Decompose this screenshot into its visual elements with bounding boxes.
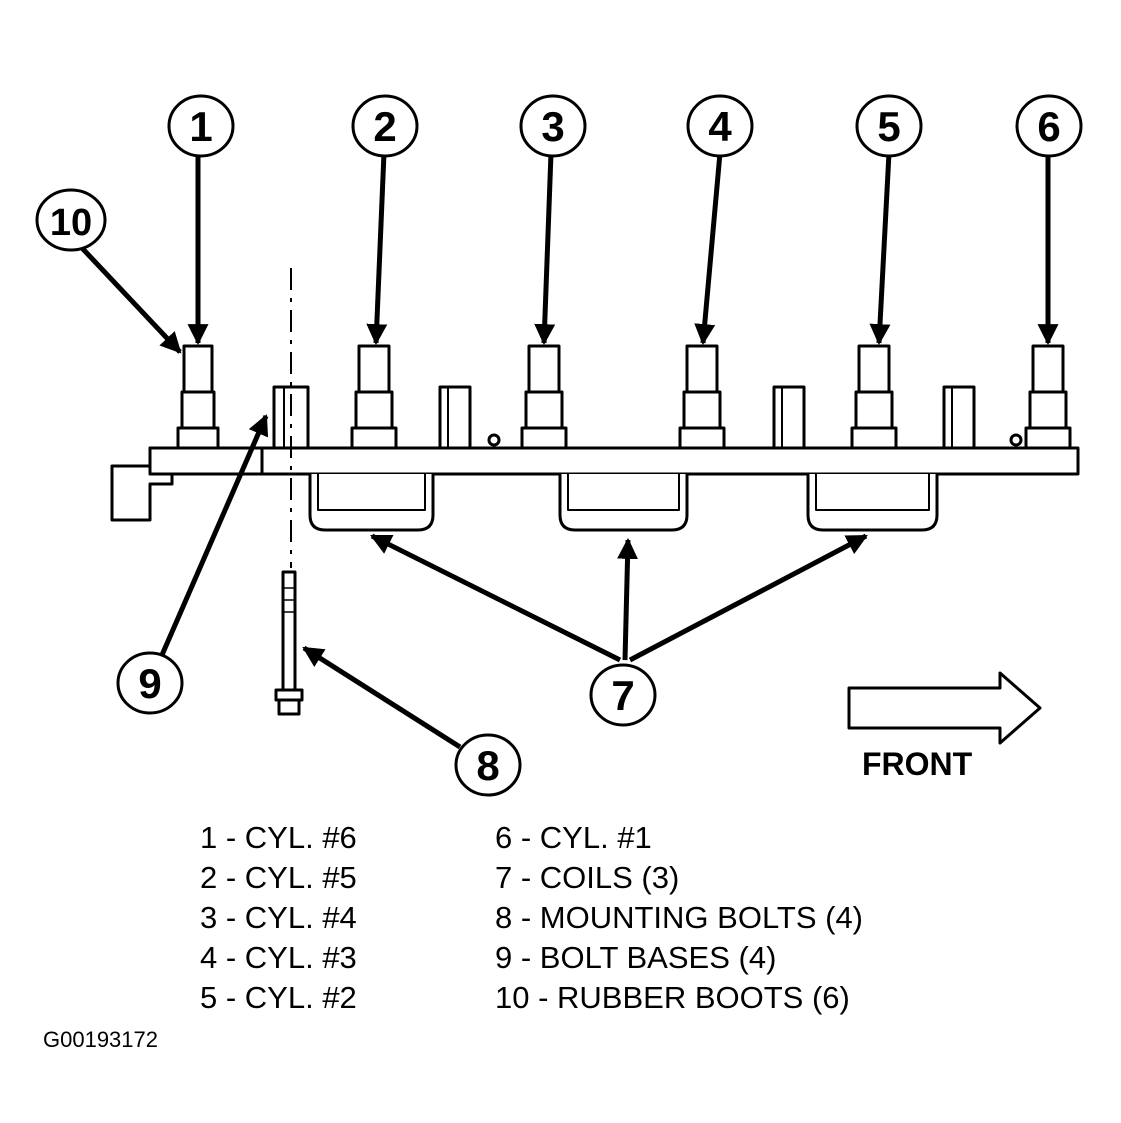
callout-number-3: 3 bbox=[541, 103, 564, 150]
callout-circle-4 bbox=[686, 94, 754, 158]
coil-rail bbox=[148, 446, 1080, 476]
leader-arrow-5 bbox=[869, 152, 892, 346]
legend-item: 3 - CYL. #4 bbox=[200, 900, 357, 935]
front-label: FRONT bbox=[862, 746, 973, 782]
leader-arrow-7b bbox=[617, 537, 639, 661]
rubber-boot-cyl-1 bbox=[1024, 344, 1072, 450]
coil-2 bbox=[558, 474, 689, 532]
bolt-base bbox=[942, 385, 976, 450]
leader-arrow-8 bbox=[302, 645, 462, 750]
leader-arrow-9 bbox=[159, 414, 269, 656]
callout-circle-8 bbox=[454, 733, 522, 797]
leader-arrow-4 bbox=[694, 152, 723, 346]
legend-item: 5 - CYL. #2 bbox=[200, 980, 357, 1015]
callout-circle-10 bbox=[35, 188, 107, 252]
rubber-boot-cyl-4 bbox=[520, 344, 568, 450]
callout-circle-9 bbox=[116, 651, 184, 715]
callout-number-8: 8 bbox=[476, 742, 499, 789]
bolt-base bbox=[772, 385, 806, 450]
callout-circle-3 bbox=[519, 94, 587, 158]
legend-item: 4 - CYL. #3 bbox=[200, 940, 357, 975]
legend-right-column: 6 - CYL. #1 7 - COILS (3) 8 - MOUNTING B… bbox=[495, 818, 863, 1018]
callout-number-7: 7 bbox=[611, 672, 634, 719]
callout-number-6: 6 bbox=[1037, 103, 1060, 150]
bolt-base bbox=[438, 385, 472, 450]
rubber-boot-cyl-3 bbox=[678, 344, 726, 450]
legend-item: 6 - CYL. #1 bbox=[495, 820, 652, 855]
callout-number-9: 9 bbox=[138, 660, 161, 707]
legend-item: 8 - MOUNTING BOLTS (4) bbox=[495, 900, 864, 935]
legend-item: 7 - COILS (3) bbox=[495, 860, 680, 895]
leader-arrow-7a bbox=[370, 533, 622, 663]
callout-circle-5 bbox=[855, 94, 923, 158]
rubber-boot-cyl-5 bbox=[350, 344, 398, 450]
callout-number-4: 4 bbox=[708, 103, 732, 150]
mounting-bolt bbox=[274, 570, 304, 716]
coil-3 bbox=[806, 474, 939, 532]
callout-number-10: 10 bbox=[50, 202, 92, 244]
leader-arrow-7c bbox=[628, 533, 868, 663]
front-direction-arrow bbox=[847, 671, 1042, 745]
legend-item: 2 - CYL. #5 bbox=[200, 860, 357, 895]
callout-circle-1 bbox=[167, 94, 235, 158]
callout-number-2: 2 bbox=[373, 103, 396, 150]
figure-id: G00193172 bbox=[43, 1027, 158, 1052]
callout-circle-7 bbox=[589, 663, 657, 727]
leader-arrow-10 bbox=[80, 246, 182, 354]
legend-left-column: 1 - CYL. #6 2 - CYL. #5 3 - CYL. #4 4 - … bbox=[200, 818, 357, 1018]
callout-number-5: 5 bbox=[877, 103, 900, 150]
callout-circle-2 bbox=[351, 94, 419, 158]
coil-1 bbox=[308, 474, 435, 532]
legend-item: 10 - RUBBER BOOTS (6) bbox=[495, 980, 850, 1015]
leader-arrow-2 bbox=[366, 152, 388, 346]
rubber-boot-cyl-6 bbox=[176, 344, 220, 450]
callout-circle-6 bbox=[1015, 94, 1083, 158]
legend-item: 9 - BOLT BASES (4) bbox=[495, 940, 777, 975]
legend-item: 1 - CYL. #6 bbox=[200, 820, 357, 855]
callout-number-1: 1 bbox=[189, 103, 212, 150]
rubber-boot-cyl-2 bbox=[850, 344, 898, 450]
leader-arrow-3 bbox=[534, 152, 556, 346]
